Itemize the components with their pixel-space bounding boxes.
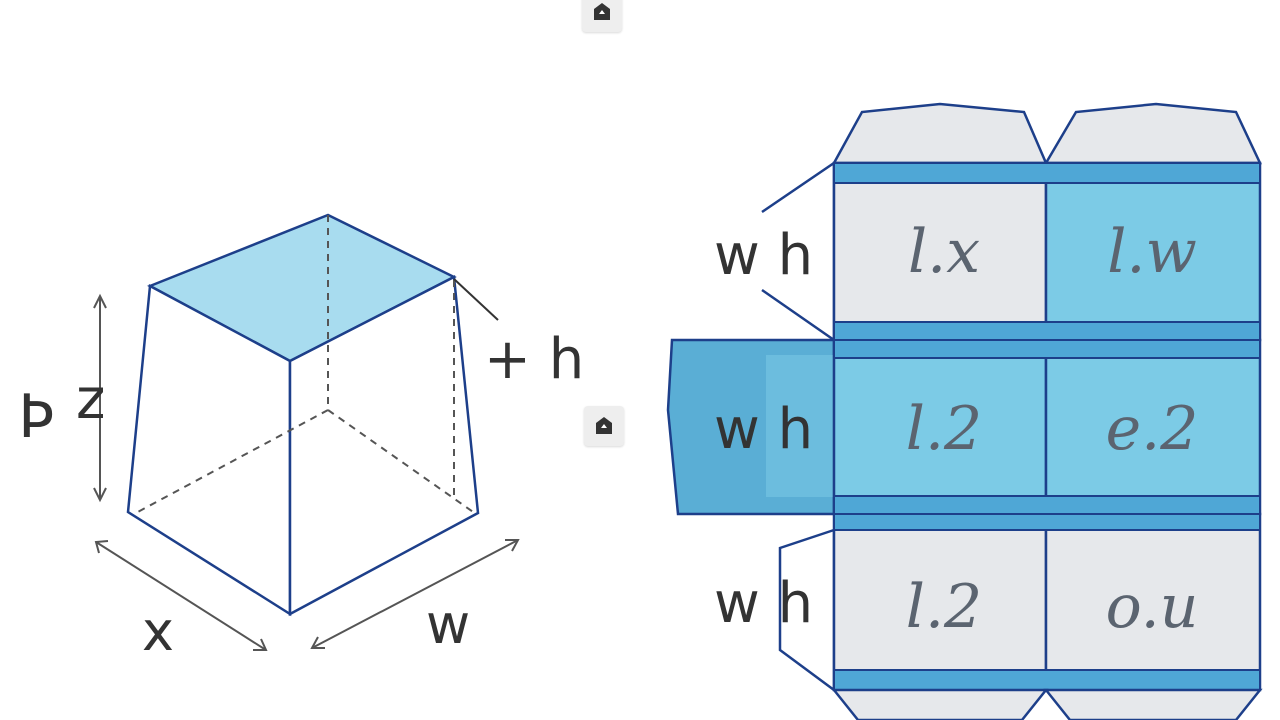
depth-label: x [142, 600, 174, 663]
cube-hidden-edges [133, 215, 477, 515]
height-prefix-label: Þ [18, 382, 54, 452]
top-tab-left [831, 102, 1048, 165]
row-label-1: w h [714, 397, 813, 462]
net-cell-label-0-1: l.w [1107, 217, 1197, 287]
image-placeholder-icon [584, 406, 624, 446]
row-label-2: w h [714, 571, 813, 636]
image-placeholder-icon [582, 0, 622, 32]
net-cell-2-0 [832, 512, 1048, 692]
row-label-0: w h [714, 223, 813, 288]
net-cell-0-0 [832, 161, 1048, 342]
net-cell-label-2-0: l.2 [906, 572, 982, 642]
cube-figure [126, 213, 499, 617]
box-net: l.x l.w l.2 e.2 l.2 o.u w h w h w h [666, 102, 1263, 720]
plus-h-label: + h [484, 327, 584, 392]
dimension-arrows [93, 293, 520, 651]
net-strips [833, 162, 1261, 691]
height-label: z [76, 367, 105, 432]
cube-right-face [288, 275, 480, 617]
image-placeholder-glyph [596, 417, 612, 434]
bottom-tab-left [831, 688, 1049, 720]
width-label: w [426, 593, 470, 656]
image-placeholder-glyph [594, 3, 610, 20]
left-flap-middle-highlight [766, 355, 834, 497]
net-cell-2-1 [1044, 512, 1262, 692]
net-cell-label-0-0: l.x [908, 217, 980, 287]
net-cell-1-1 [1044, 338, 1262, 516]
net-cell-label-1-0: l.2 [906, 394, 982, 464]
bottom-tab-right [1043, 688, 1263, 720]
top-tab-right [1043, 102, 1262, 165]
net-cell-label-2-1: o.u [1106, 572, 1199, 642]
net-cell-label-1-1: e.2 [1106, 394, 1199, 464]
plus-h-leader [453, 278, 499, 321]
